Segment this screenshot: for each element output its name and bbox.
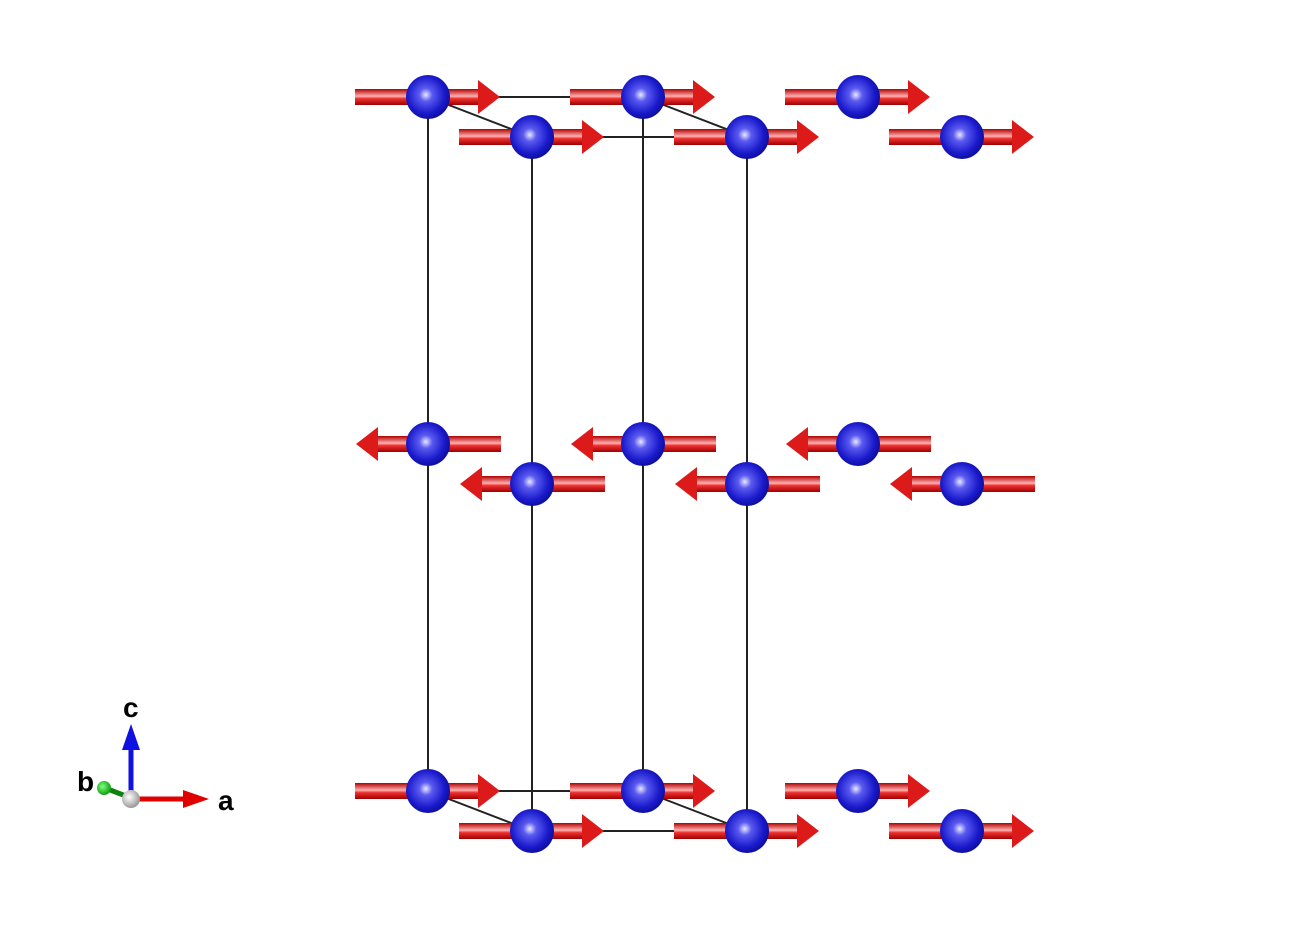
atom-sphere — [621, 75, 665, 119]
spin-arrow-head — [890, 467, 912, 501]
atom-sphere — [725, 115, 769, 159]
atom-sphere — [725, 462, 769, 506]
spin-arrow-head — [908, 774, 930, 808]
magnetic-atom — [674, 809, 819, 853]
spin-arrow-head — [693, 774, 715, 808]
magnetic-atom — [889, 115, 1034, 159]
magnetic-atom — [355, 75, 500, 119]
atom-sphere — [621, 769, 665, 813]
magnetic-atom — [571, 422, 716, 466]
atom-sphere — [510, 809, 554, 853]
b-axis-ball — [97, 781, 111, 795]
magnetic-atom — [459, 809, 604, 853]
magnetic-atom — [785, 75, 930, 119]
a-axis-arrowhead — [183, 790, 209, 808]
atom-sphere — [406, 769, 450, 813]
spin-arrow-head — [582, 120, 604, 154]
spin-arrow-head — [1012, 120, 1034, 154]
atom-sphere — [406, 422, 450, 466]
spin-arrow-head — [797, 120, 819, 154]
atoms-layer — [355, 75, 1035, 853]
origin-ball — [122, 790, 140, 808]
atom-sphere — [725, 809, 769, 853]
atom-sphere — [940, 115, 984, 159]
atom-sphere — [836, 769, 880, 813]
spin-arrow-head — [582, 814, 604, 848]
magnetic-atom — [570, 75, 715, 119]
atom-sphere — [940, 809, 984, 853]
atom-sphere — [621, 422, 665, 466]
magnetic-atom — [459, 115, 604, 159]
atom-sphere — [940, 462, 984, 506]
magnetic-atom — [355, 769, 500, 813]
spin-arrow-head — [797, 814, 819, 848]
magnetic-atom — [674, 115, 819, 159]
b-axis-label: b — [77, 766, 94, 797]
spin-arrow-head — [460, 467, 482, 501]
a-axis-label: a — [218, 785, 234, 816]
spin-arrow-head — [356, 427, 378, 461]
atom-sphere — [510, 115, 554, 159]
magnetic-atom — [460, 462, 605, 506]
c-axis-arrowhead — [122, 724, 140, 750]
spin-arrow-head — [693, 80, 715, 114]
magnetic-atom — [356, 422, 501, 466]
c-axis-label: c — [123, 692, 139, 723]
magnetic-atom — [786, 422, 931, 466]
magnetic-atom — [890, 462, 1035, 506]
magnetic-atom — [785, 769, 930, 813]
axis-indicator: c b a — [77, 692, 234, 816]
spin-arrow-head — [571, 427, 593, 461]
magnetic-atom — [570, 769, 715, 813]
spin-arrow-head — [908, 80, 930, 114]
atom-sphere — [836, 75, 880, 119]
spin-arrow-head — [478, 774, 500, 808]
spin-arrow-head — [478, 80, 500, 114]
atom-sphere — [406, 75, 450, 119]
spin-arrow-head — [1012, 814, 1034, 848]
atom-sphere — [510, 462, 554, 506]
magnetic-atom — [675, 462, 820, 506]
magnetic-atom — [889, 809, 1034, 853]
atom-sphere — [836, 422, 880, 466]
spin-arrow-head — [675, 467, 697, 501]
unit-cell-lines — [427, 96, 748, 832]
spin-arrow-head — [786, 427, 808, 461]
